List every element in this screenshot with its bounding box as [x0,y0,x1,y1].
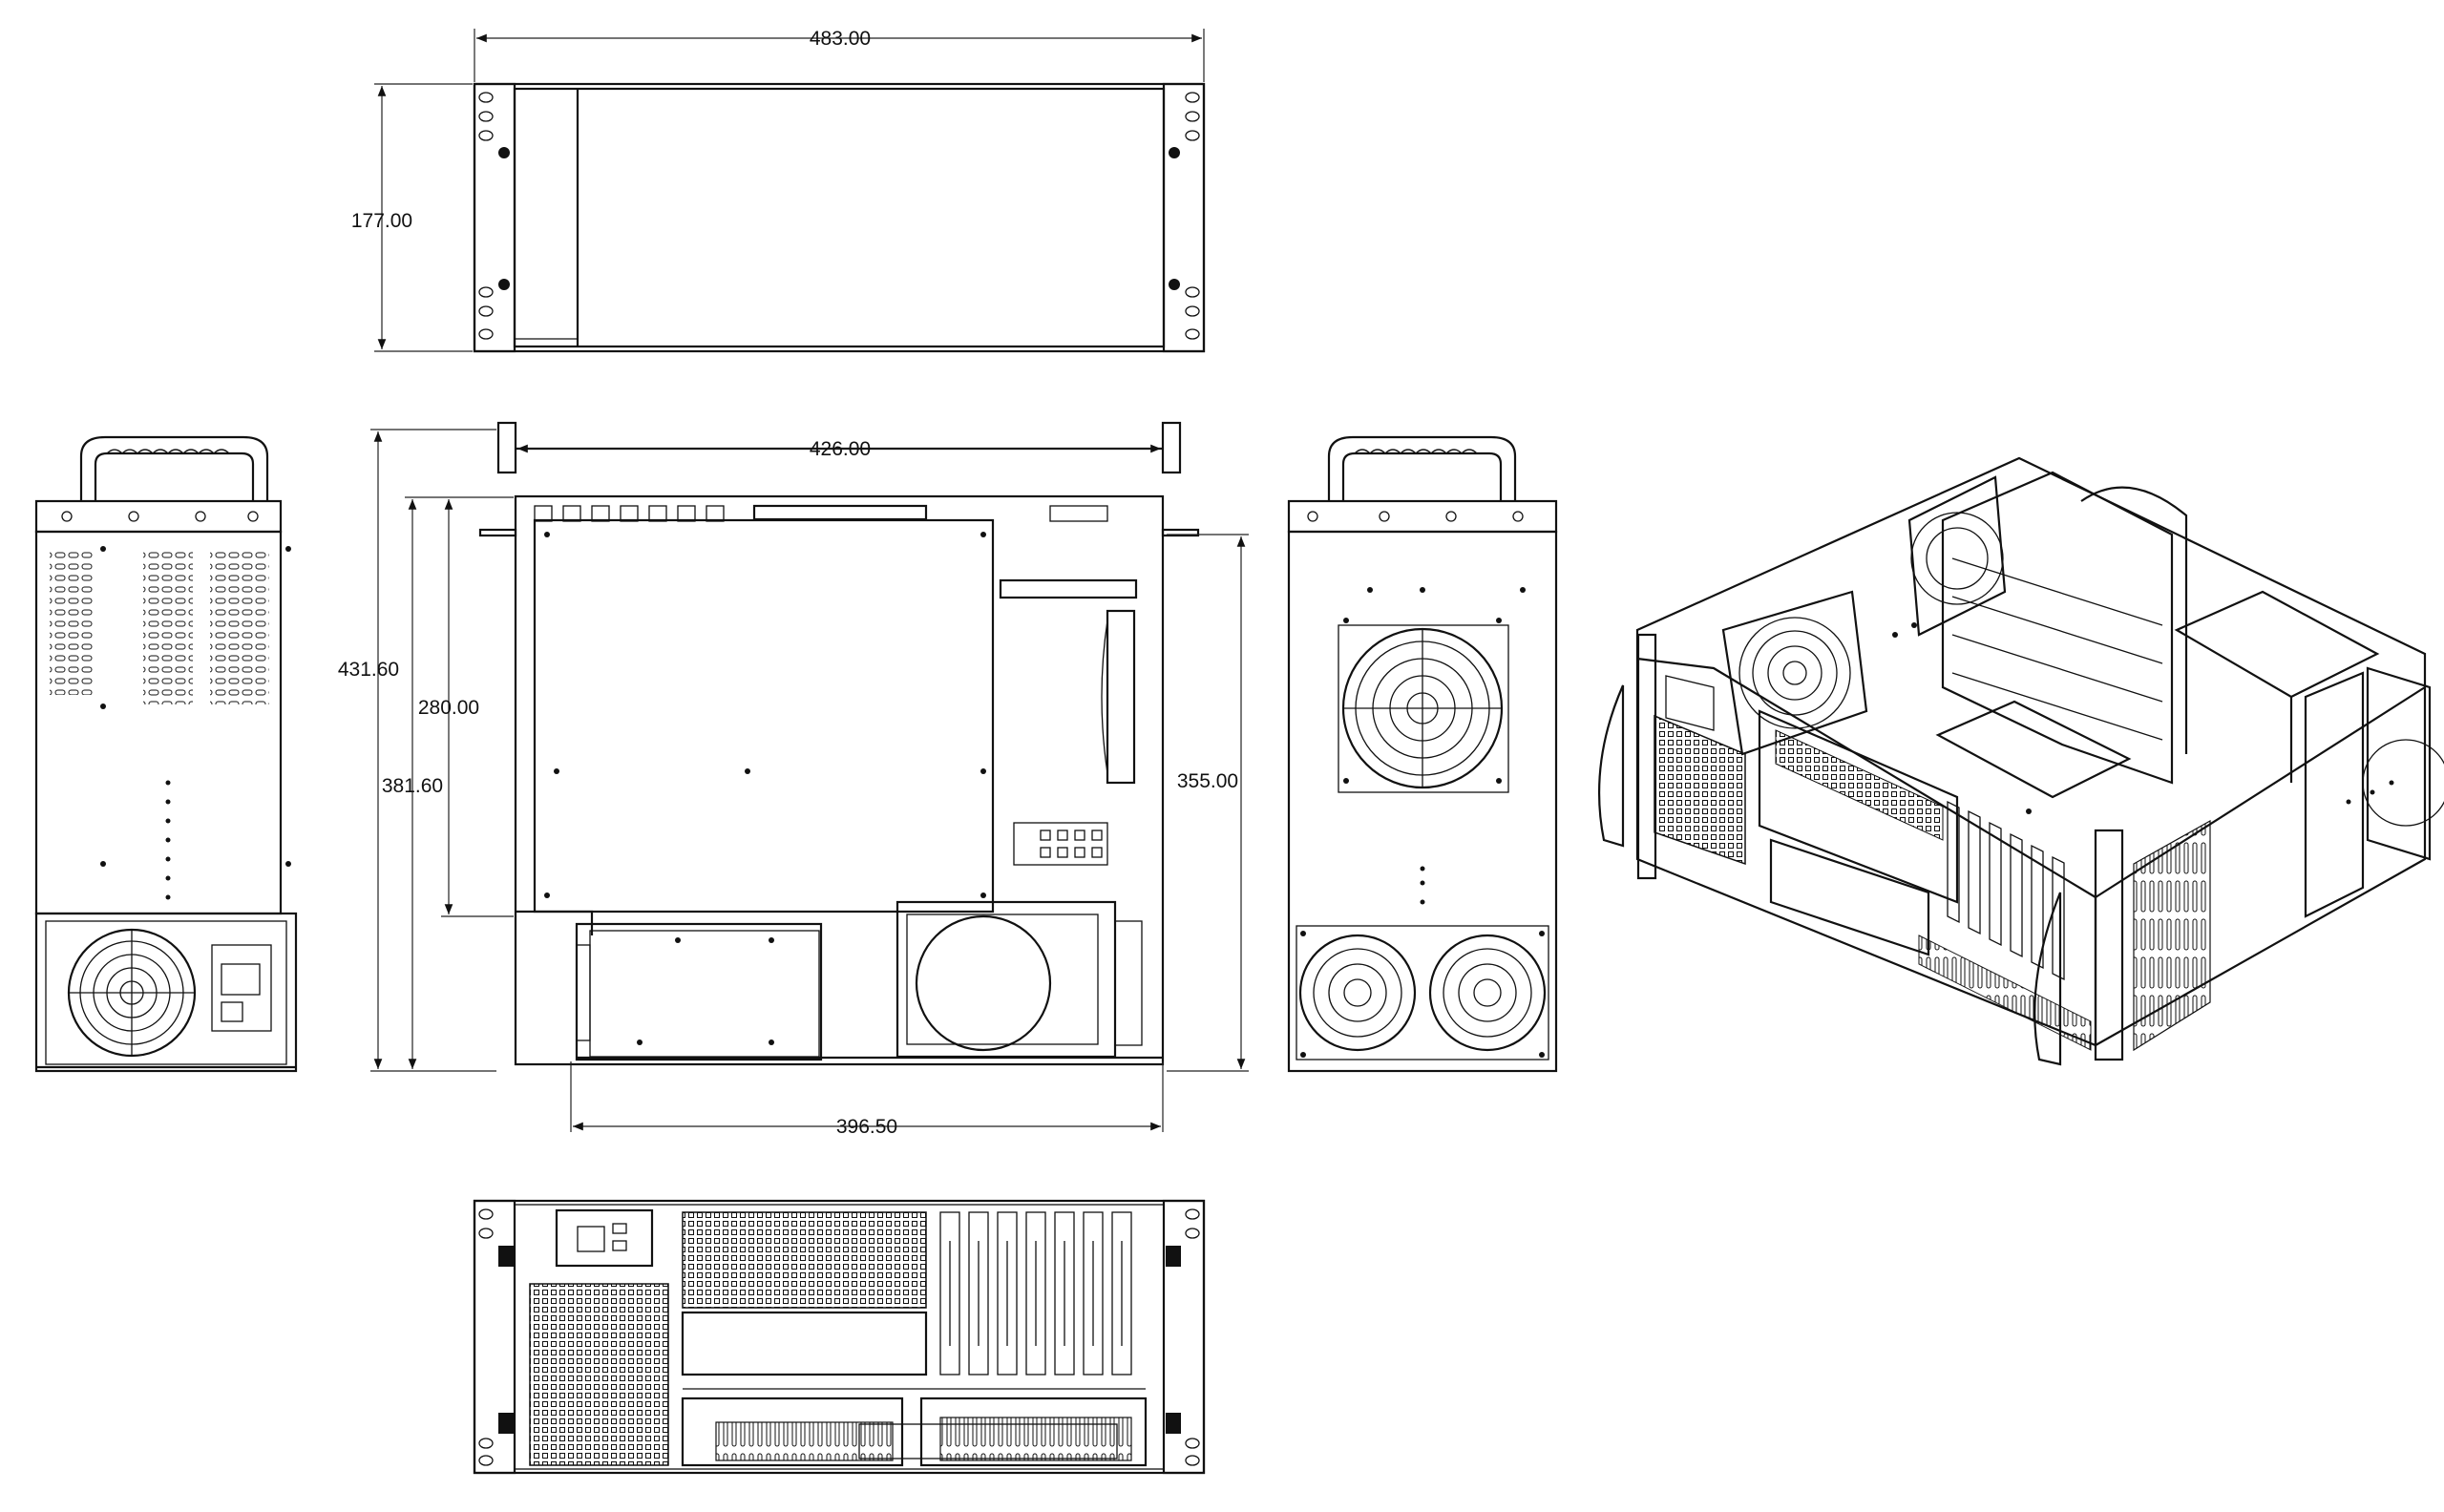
dim-355: 355.00 [1167,534,1249,1072]
dim-483-label: 483.00 [810,28,871,50]
dim-431: 431.60 [338,429,496,1072]
isometric-view [1597,456,2444,1066]
dim-381-label: 381.60 [382,775,443,797]
right-side-view [1287,435,1558,1073]
dim-381: 381.60 [382,496,514,1069]
dim-483: 483.00 [474,28,1205,82]
dim-177: 177.00 [351,83,473,352]
dim-280-label: 280.00 [418,697,479,719]
rear-view [473,1199,1206,1475]
dim-426-label: 426.00 [810,438,871,460]
dim-396: 396.50 [570,1061,1164,1138]
dim-177-label: 177.00 [351,210,412,232]
dim-431-label: 431.60 [338,659,399,681]
dim-355-label: 355.00 [1177,770,1238,792]
dim-280: 280.00 [418,499,514,917]
front-view: 483.00 177.00 [351,28,1206,353]
left-side-view [34,435,298,1073]
dim-426: 426.00 [517,438,1161,460]
dim-396-label: 396.50 [836,1116,897,1138]
top-view: 426.00 431.60 381.60 280.00 355.00 [338,421,1249,1138]
